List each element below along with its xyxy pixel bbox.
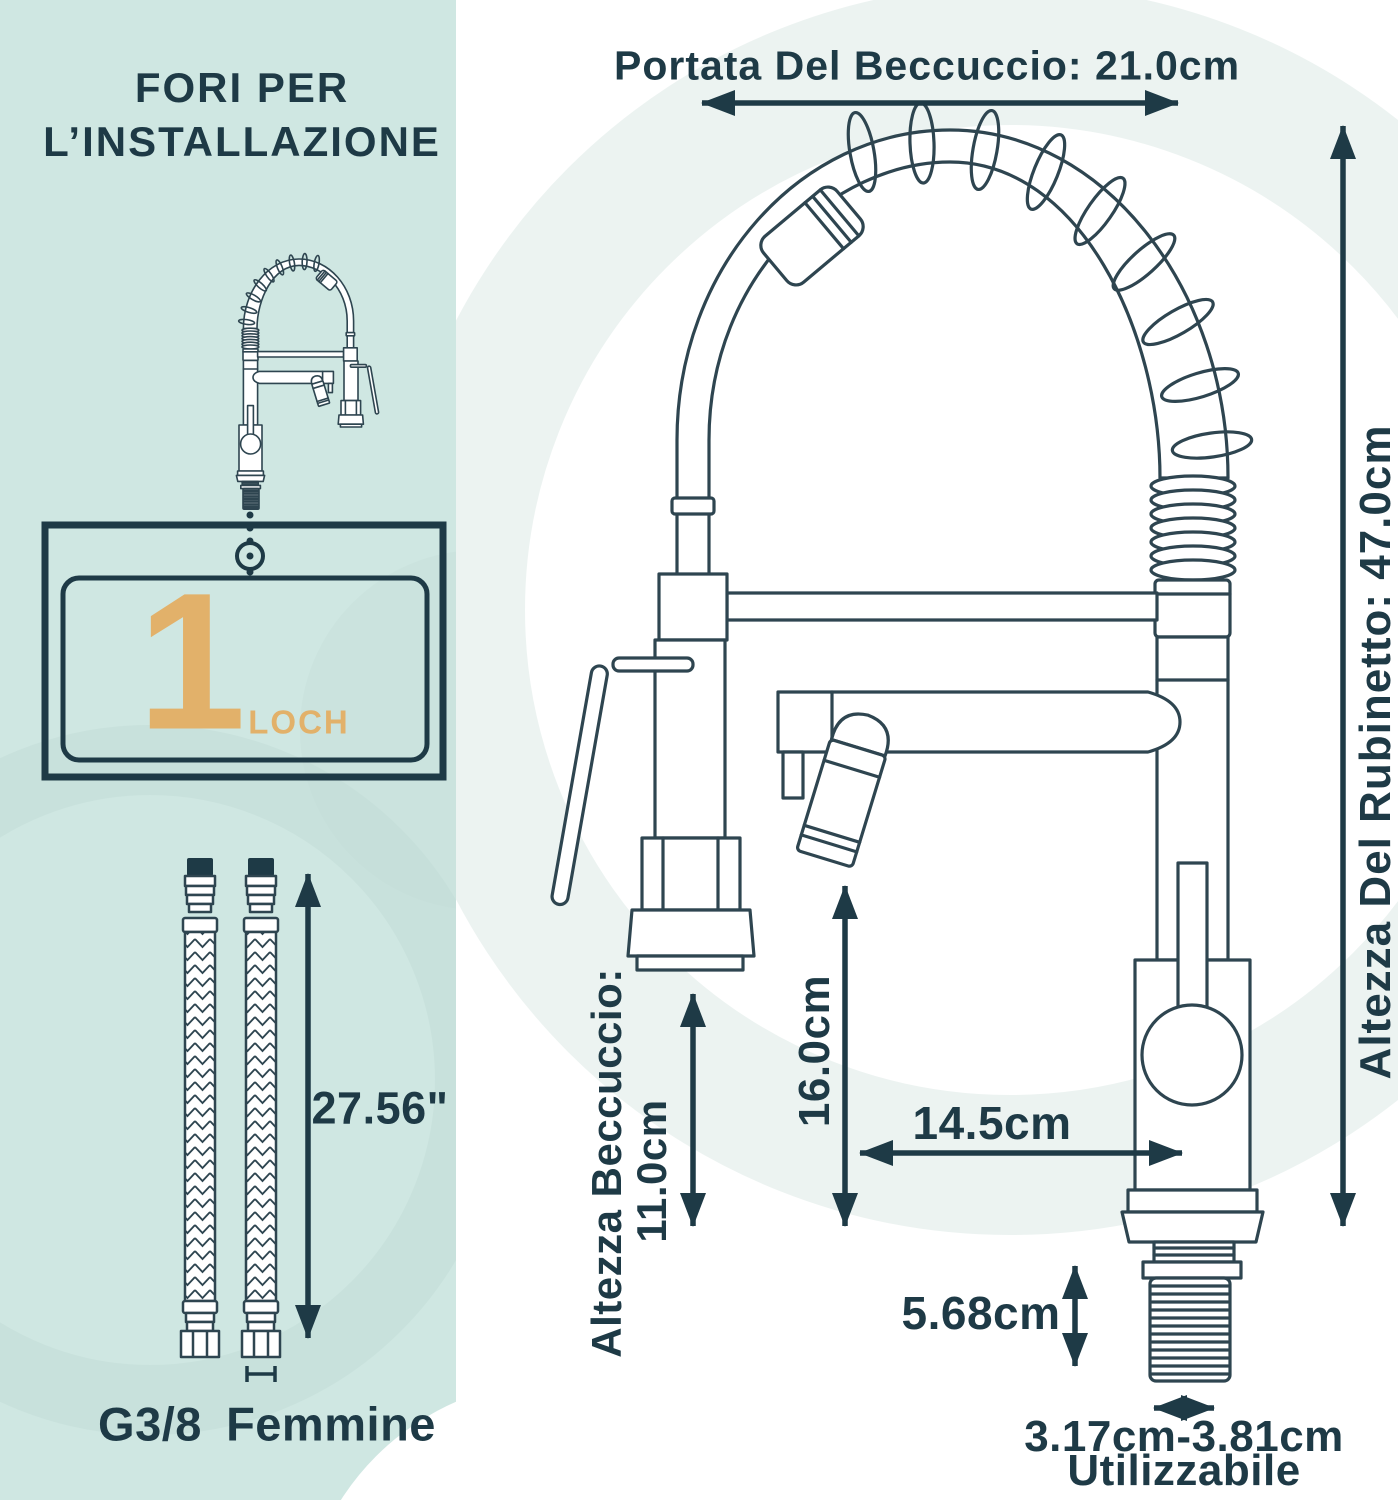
hose-thread-size-label: G3/8: [98, 1397, 202, 1451]
spout-height-label: Altezza Beccuccio:: [583, 968, 630, 1358]
spout-reach-label: Portata Del Beccuccio: 21.0cm: [613, 42, 1241, 89]
shank-length-label: 5.68cm: [901, 1287, 1061, 1339]
spray-clearance-label: 16.0cm: [790, 974, 839, 1128]
supply-hose-left: [179, 858, 221, 1359]
hole-count: 1: [137, 552, 247, 771]
panel-title-line1: FORI PER: [134, 64, 350, 111]
horizontal-reach-label: 14.5cm: [912, 1097, 1072, 1149]
hole-count-unit: LOCH: [248, 703, 350, 741]
deck-thickness-caption: Utilizzabile: [1067, 1446, 1301, 1495]
hose-length-label: 27.56": [311, 1082, 449, 1134]
spout-height-value: 11.0cm: [628, 1099, 675, 1243]
supply-hoses-illustration: [179, 858, 282, 1382]
faucet-height-label: Altezza Del Rubinetto: 47.0cm: [1351, 424, 1398, 1080]
hose-width-tick: [245, 1366, 277, 1382]
supply-hose-right: [240, 858, 282, 1359]
mounting-hole-box: [41, 521, 447, 781]
hose-thread-gender-label: Femmine: [226, 1397, 436, 1451]
deck-thickness-label: 3.17cm-3.81cm: [1024, 1412, 1344, 1461]
panel-title-line2: L’INSTALLAZIONE: [43, 118, 441, 165]
dimension-arrows: [295, 90, 1356, 1421]
